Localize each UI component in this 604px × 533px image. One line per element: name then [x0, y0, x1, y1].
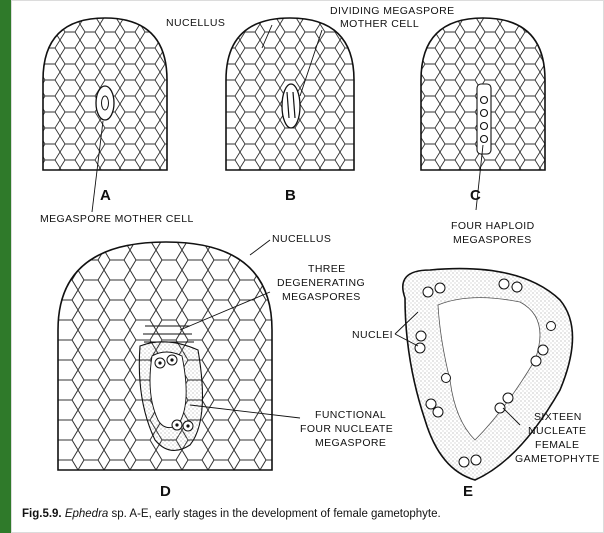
label-mother-cell: MOTHER CELL: [340, 18, 419, 30]
label-nuclei: NUCLEI: [352, 329, 393, 341]
label-dividing-megaspore: DIVIDING MEGASPORE: [330, 5, 454, 17]
panel-c: [421, 18, 545, 210]
panel-letter-d: D: [160, 483, 171, 500]
label-megaspore-d: MEGASPORE: [315, 437, 386, 449]
label-nucellus-b: NUCELLUS: [166, 17, 225, 29]
panel-b: [226, 18, 354, 170]
label-degenerating: DEGENERATING: [277, 277, 365, 289]
label-female: FEMALE: [535, 439, 579, 451]
panel-letter-c: C: [470, 187, 481, 204]
label-four-haploid: FOUR HAPLOID: [451, 220, 535, 232]
caption-genus: Ephedra: [65, 508, 108, 520]
label-nucleate: NUCLEATE: [528, 425, 586, 437]
label-megaspores-c: MEGASPORES: [453, 234, 532, 246]
label-megaspores-d: MEGASPORES: [282, 291, 361, 303]
panel-letter-a: A: [100, 187, 111, 204]
panel-a: [43, 18, 167, 212]
label-gametophyte: GAMETOPHYTE: [515, 453, 600, 465]
figure-caption: Fig.5.9. Ephedra sp. A-E, early stages i…: [22, 508, 602, 520]
panel-letter-e: E: [463, 483, 473, 500]
caption-number: Fig.5.9.: [22, 508, 62, 520]
caption-text: sp. A-E, early stages in the development…: [108, 508, 440, 520]
label-functional: FUNCTIONAL: [315, 409, 386, 421]
panel-letter-b: B: [285, 187, 296, 204]
label-nucellus-d: NUCELLUS: [272, 233, 331, 245]
panel-d: [58, 240, 300, 470]
label-three: THREE: [308, 263, 346, 275]
label-megaspore-mother-cell: MEGASPORE MOTHER CELL: [40, 213, 194, 225]
label-sixteen: SIXTEEN: [534, 411, 582, 423]
label-four-nucleate: FOUR NUCLEATE: [300, 423, 393, 435]
